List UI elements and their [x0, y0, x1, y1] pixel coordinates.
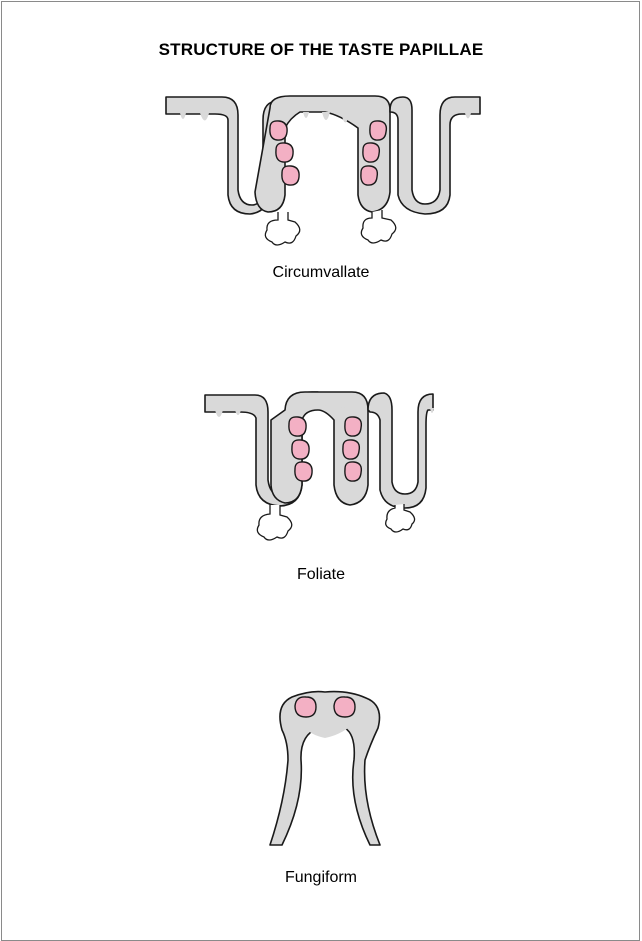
fungiform-label: Fungiform	[0, 869, 642, 887]
fungiform-papilla	[270, 692, 380, 845]
